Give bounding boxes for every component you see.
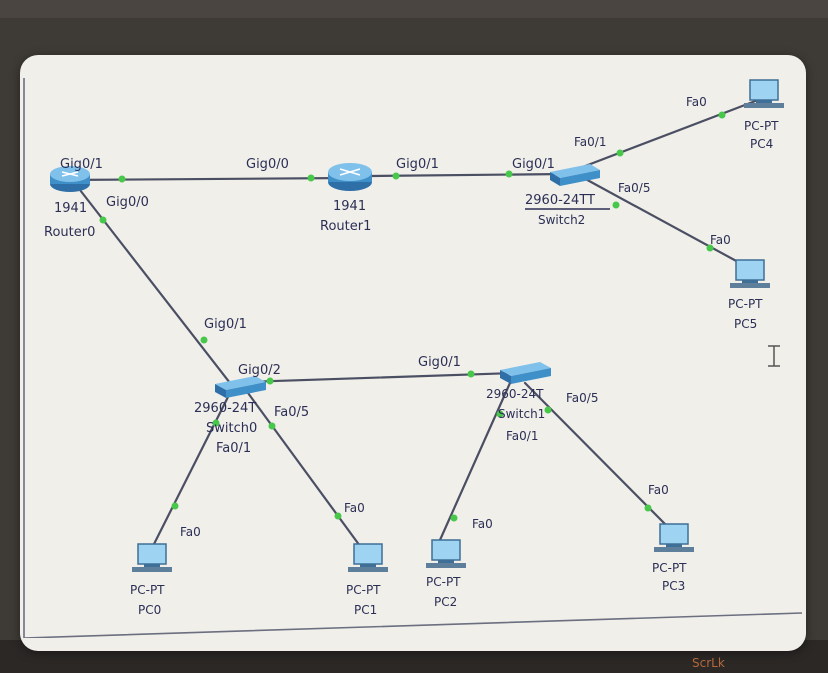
switch2-icon[interactable] xyxy=(550,164,600,186)
link-switch0-switch1 xyxy=(243,371,517,384)
port-label: Gig0/1 xyxy=(60,157,103,172)
switch0-icon[interactable] xyxy=(215,376,266,398)
pc5-icon[interactable] xyxy=(730,259,770,288)
router1-model: 1941 xyxy=(333,199,366,214)
switch1-icon[interactable] xyxy=(500,362,551,384)
router1-icon[interactable] xyxy=(328,163,372,191)
pc4-name: PC4 xyxy=(750,137,773,151)
port-label: Gig0/1 xyxy=(512,157,555,172)
pc2-model: PC-PT xyxy=(426,575,461,589)
link-switch0-pc1 xyxy=(246,391,362,548)
port-label: Fa0 xyxy=(180,525,201,539)
pc1-name: PC1 xyxy=(354,603,377,617)
router0-icon[interactable] xyxy=(50,166,90,192)
router0-model: 1941 xyxy=(54,201,87,216)
port-label: Gig0/2 xyxy=(238,363,281,378)
port-label: Fa0 xyxy=(686,95,707,109)
pc5-model: PC-PT xyxy=(728,297,763,311)
switch1-name: Switch1 xyxy=(498,407,545,421)
switch0-name: Switch0 xyxy=(206,421,257,436)
pc0-icon[interactable] xyxy=(132,543,172,572)
link-router1-switch2 xyxy=(370,172,567,178)
port-label: Fa0 xyxy=(472,517,493,531)
port-label: Gig0/1 xyxy=(396,157,439,172)
scroll-lock-key: ScrLk xyxy=(692,656,725,670)
port-label: Gig0/1 xyxy=(204,317,247,332)
switch0-model: 2960-24T xyxy=(194,401,256,416)
pc3-icon[interactable] xyxy=(654,523,694,552)
pc4-model: PC-PT xyxy=(744,119,779,133)
top-edge xyxy=(0,0,828,18)
port-label: Fa0/5 xyxy=(566,391,598,405)
pc1-icon[interactable] xyxy=(348,543,388,572)
link-switch2-pc5 xyxy=(578,174,742,265)
port-label: Gig0/0 xyxy=(106,195,149,210)
link-switch1-pc3 xyxy=(523,381,667,526)
pc0-model: PC-PT xyxy=(130,583,165,597)
link-dots xyxy=(99,111,726,522)
switch2-model: 2960-24TT xyxy=(525,193,595,208)
port-label: Fa0/1 xyxy=(506,429,538,443)
port-label: Fa0 xyxy=(344,501,365,515)
link-router0-router1 xyxy=(62,176,352,182)
port-label: Fa0/1 xyxy=(216,441,251,456)
pc4-icon[interactable] xyxy=(744,79,784,108)
pc2-name: PC2 xyxy=(434,595,457,609)
pc2-icon[interactable] xyxy=(426,539,466,568)
router0-name: Router0 xyxy=(44,225,95,240)
switch1-model: 2960-24T xyxy=(486,387,544,401)
topology-canvas: 1941 Router0 1941 Router1 2960-24TT Swit… xyxy=(23,78,802,638)
port-label: Gig0/0 xyxy=(246,157,289,172)
port-label: Fa0 xyxy=(710,233,731,247)
switch2-name: Switch2 xyxy=(538,213,585,227)
text-cursor-icon xyxy=(768,345,780,367)
port-label: Gig0/1 xyxy=(418,355,461,370)
pc0-name: PC0 xyxy=(138,603,161,617)
port-label: Fa0/5 xyxy=(274,405,309,420)
pc3-model: PC-PT xyxy=(652,561,687,575)
port-label: Fa0/5 xyxy=(618,181,650,195)
link-switch0-pc0 xyxy=(150,391,232,550)
pc3-name: PC3 xyxy=(662,579,685,593)
link-switch2-pc4 xyxy=(578,98,760,170)
router1-name: Router1 xyxy=(320,219,371,234)
pc5-name: PC5 xyxy=(734,317,757,331)
pc1-model: PC-PT xyxy=(346,583,381,597)
link-switch1-pc2 xyxy=(438,381,512,542)
port-label: Fa0 xyxy=(648,483,669,497)
port-label: Fa0/1 xyxy=(574,135,606,149)
workspace-border xyxy=(23,78,802,638)
